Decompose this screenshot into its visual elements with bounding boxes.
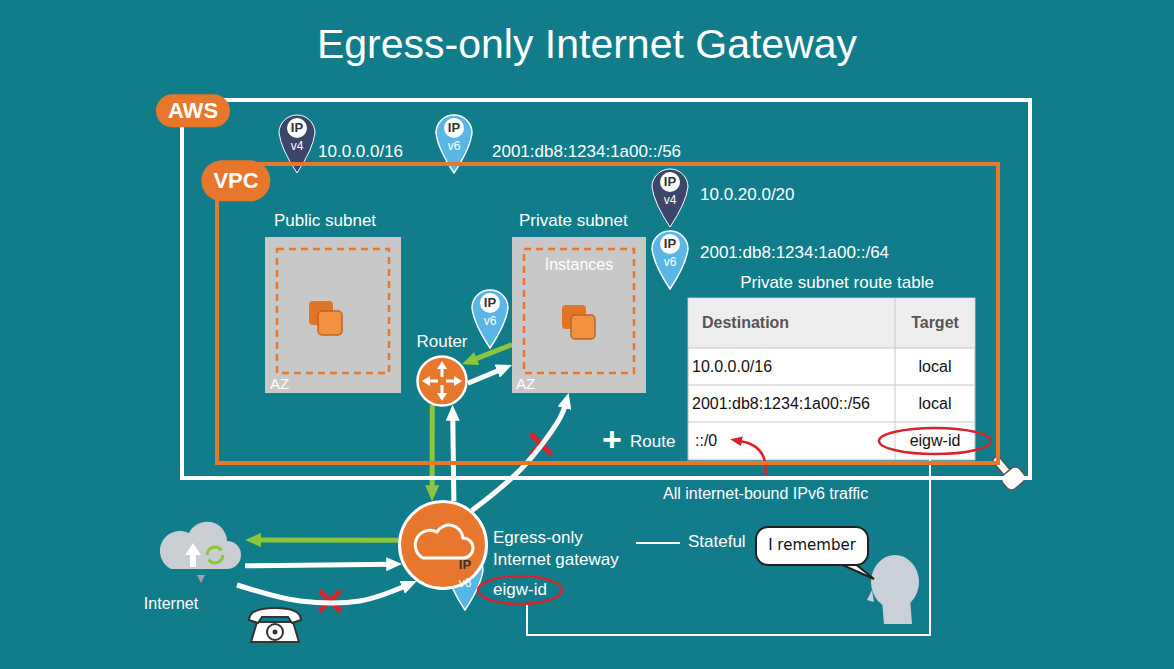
traffic-arrow bbox=[453, 415, 454, 502]
router-node: Router bbox=[416, 355, 468, 407]
subnet-heading: Private subnet bbox=[519, 211, 628, 231]
traffic-arrow bbox=[237, 585, 408, 603]
cidr-block: 10.0.20.0/20 bbox=[700, 185, 795, 205]
subnet-heading: Public subnet bbox=[274, 211, 376, 231]
pin-ip: IP bbox=[484, 296, 496, 311]
head-icon bbox=[867, 555, 919, 624]
traffic-arrow bbox=[255, 538, 398, 543]
internet-label: Internet bbox=[144, 595, 198, 613]
table-rule bbox=[688, 385, 975, 386]
speech-bubble: I remember bbox=[756, 527, 868, 565]
traffic-arrow bbox=[471, 345, 512, 361]
traffic-arrow bbox=[472, 402, 566, 510]
gateway-circle bbox=[400, 502, 487, 589]
table-cell: 10.0.0.0/16 bbox=[692, 358, 772, 376]
table-cell: local bbox=[919, 358, 952, 376]
table-cell: local bbox=[919, 395, 952, 413]
cloud-shape bbox=[165, 525, 245, 585]
subnet-box: Private subnetInstancesAZ bbox=[512, 237, 646, 393]
hand-cursor bbox=[987, 450, 1028, 492]
table-rule bbox=[895, 298, 896, 460]
traffic-arrow bbox=[468, 369, 503, 384]
title: Egress-only Internet Gateway bbox=[317, 21, 857, 68]
pin-version: v6 bbox=[484, 315, 497, 329]
route-note: Route bbox=[630, 432, 675, 452]
router-label: Router bbox=[416, 332, 467, 352]
ipv4-pin bbox=[652, 169, 688, 227]
pin-version: v6 bbox=[664, 256, 677, 270]
az-label: AZ bbox=[516, 375, 535, 392]
table-header: Destination bbox=[702, 314, 789, 332]
cidr-block: 10.0.0.0/16 bbox=[318, 142, 403, 162]
traffic-arrow bbox=[245, 564, 392, 566]
cidr-block: 2001:db8:1234:1a00::/64 bbox=[700, 243, 889, 263]
plus-sign: + bbox=[602, 420, 622, 459]
instances-label: Instances bbox=[545, 256, 613, 274]
leader-line bbox=[527, 456, 930, 635]
bubble-outline bbox=[756, 527, 868, 565]
table-rule bbox=[688, 422, 975, 423]
pin-ip: IP bbox=[459, 558, 471, 573]
az-dashed-outline bbox=[277, 249, 389, 373]
table-cell: eigw-id bbox=[910, 432, 961, 450]
subnet-box: Public subnetAZ bbox=[265, 237, 401, 393]
pin-ip: IP bbox=[448, 121, 460, 136]
pin-version: v4 bbox=[291, 140, 304, 154]
route-table bbox=[688, 298, 975, 460]
egress-gateway: Egress-only Internet gatewayeigw-id bbox=[398, 500, 488, 590]
router-circle bbox=[418, 357, 467, 406]
gateway-cloud-icon bbox=[415, 525, 473, 558]
vpc-box: VPCPublic subnetAZPrivate subnetInstance… bbox=[215, 162, 1000, 465]
table-cell: ::/0 bbox=[695, 432, 717, 450]
instance-icon bbox=[309, 301, 342, 335]
internet-cloud-icon bbox=[160, 522, 241, 583]
az-label: AZ bbox=[270, 375, 289, 392]
pin-ip: IP bbox=[664, 237, 676, 252]
bubble-text: I remember bbox=[768, 537, 856, 554]
highlight-ellipse bbox=[478, 576, 562, 604]
telephone-icon bbox=[249, 608, 301, 642]
pin-ip: IP bbox=[291, 121, 303, 136]
pin-version: v4 bbox=[664, 194, 677, 208]
table-cell: 2001:db8:1234:1a00::/56 bbox=[692, 395, 870, 413]
pointer-arrow bbox=[740, 441, 766, 478]
pin-version: v6 bbox=[459, 577, 472, 591]
router-shape bbox=[416, 355, 468, 407]
stateful-note: Stateful bbox=[688, 532, 746, 552]
subnet-shape bbox=[265, 237, 401, 393]
router-arrows bbox=[422, 361, 462, 401]
pin-version: v6 bbox=[448, 140, 461, 154]
badge: VPC bbox=[201, 160, 270, 201]
table-title: Private subnet route table bbox=[740, 273, 934, 293]
leader-line bbox=[636, 542, 680, 544]
table-body bbox=[688, 298, 975, 460]
table-header: Target bbox=[911, 314, 959, 332]
az-dashed-outline bbox=[524, 249, 634, 373]
gateway-id: eigw-id bbox=[493, 580, 547, 600]
table-header-band bbox=[689, 299, 975, 349]
eigw-shape bbox=[398, 500, 488, 590]
badge: AWS bbox=[156, 94, 230, 127]
internet-cloud: Internet bbox=[165, 525, 245, 585]
table-rule bbox=[688, 348, 975, 349]
ipv6-pin bbox=[652, 231, 688, 289]
annotation: All internet-bound IPv6 traffic bbox=[663, 485, 868, 503]
cidr-block: 2001:db8:1234:1a00::/56 bbox=[492, 142, 681, 162]
ipv6-pin bbox=[472, 290, 508, 348]
pin-ip: IP bbox=[664, 175, 676, 190]
highlight-ellipse bbox=[879, 428, 991, 454]
gateway-label: Egress-only Internet gateway bbox=[493, 527, 633, 571]
instance-icon bbox=[562, 305, 595, 339]
